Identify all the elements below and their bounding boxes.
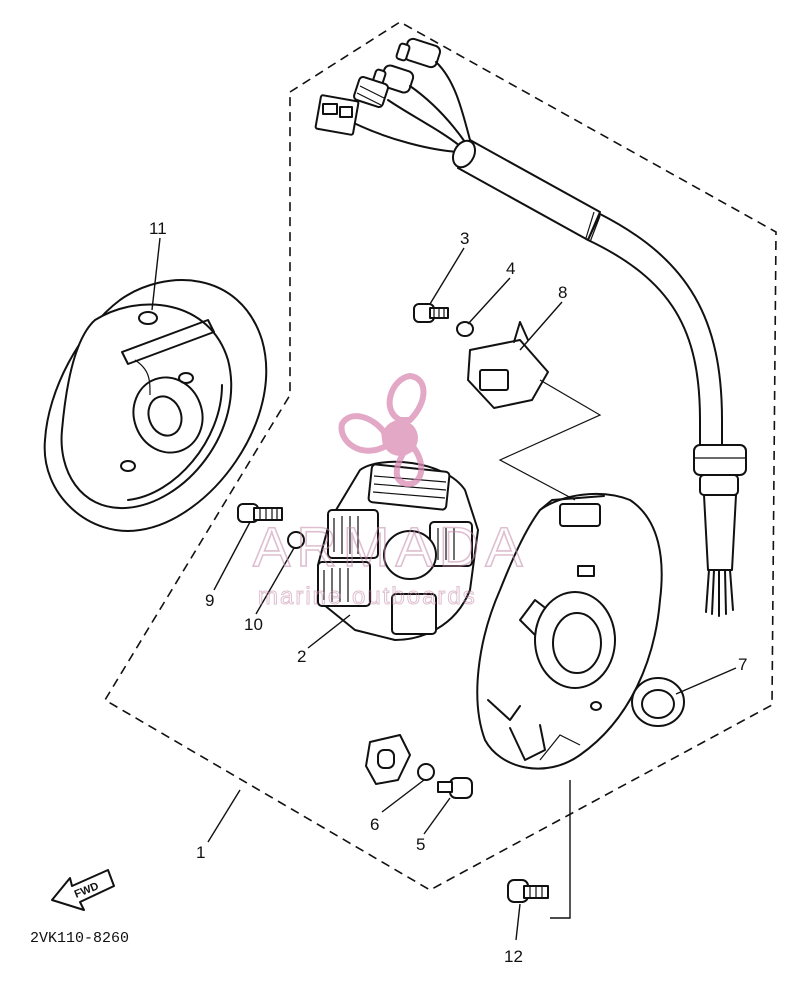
watermark: ARMADA marine outboards (252, 372, 529, 611)
stator-base (476, 493, 663, 770)
callout-1: 1 (196, 843, 205, 862)
callout-7: 7 (738, 655, 747, 674)
flywheel (43, 279, 268, 532)
connector-block (314, 94, 360, 136)
part-code: 2VK110-8260 (30, 930, 129, 947)
connector-plug-3 (353, 75, 389, 109)
screw-5 (437, 777, 473, 799)
callout-labels: 11 3 4 8 9 10 2 7 6 5 1 12 (149, 219, 747, 966)
assembly-outline (103, 21, 777, 891)
pulser-coil (467, 321, 602, 501)
lead-clamp (365, 734, 411, 785)
callout-11: 11 (149, 219, 167, 238)
leader-lines (151, 237, 737, 941)
fwd-arrow-icon: FWD (51, 869, 115, 911)
callout-12: 12 (504, 947, 523, 966)
bolt-12 (507, 879, 549, 903)
callout-3: 3 (460, 229, 469, 248)
callout-5: 5 (416, 835, 425, 854)
stator-coil (317, 460, 479, 641)
callout-10: 10 (244, 615, 263, 634)
callout-2: 2 (297, 647, 306, 666)
screw-3 (413, 303, 449, 323)
oil-seal (631, 677, 685, 727)
wire-harness (314, 37, 747, 617)
callout-9: 9 (205, 591, 214, 610)
grommet (693, 444, 747, 496)
connector-plug-2 (371, 64, 415, 94)
washer-4 (456, 321, 474, 337)
callout-8: 8 (558, 283, 567, 302)
watermark-tagline: marine outboards (258, 583, 477, 610)
callout-6: 6 (370, 815, 379, 834)
connector-plug-1 (395, 37, 442, 69)
bolt-9 (237, 503, 283, 523)
washer-6 (417, 763, 435, 781)
watermark-brand: ARMADA (253, 515, 529, 578)
callout-4: 4 (506, 259, 515, 278)
watermark-propeller-icon (338, 372, 427, 488)
washer-10 (287, 531, 305, 549)
